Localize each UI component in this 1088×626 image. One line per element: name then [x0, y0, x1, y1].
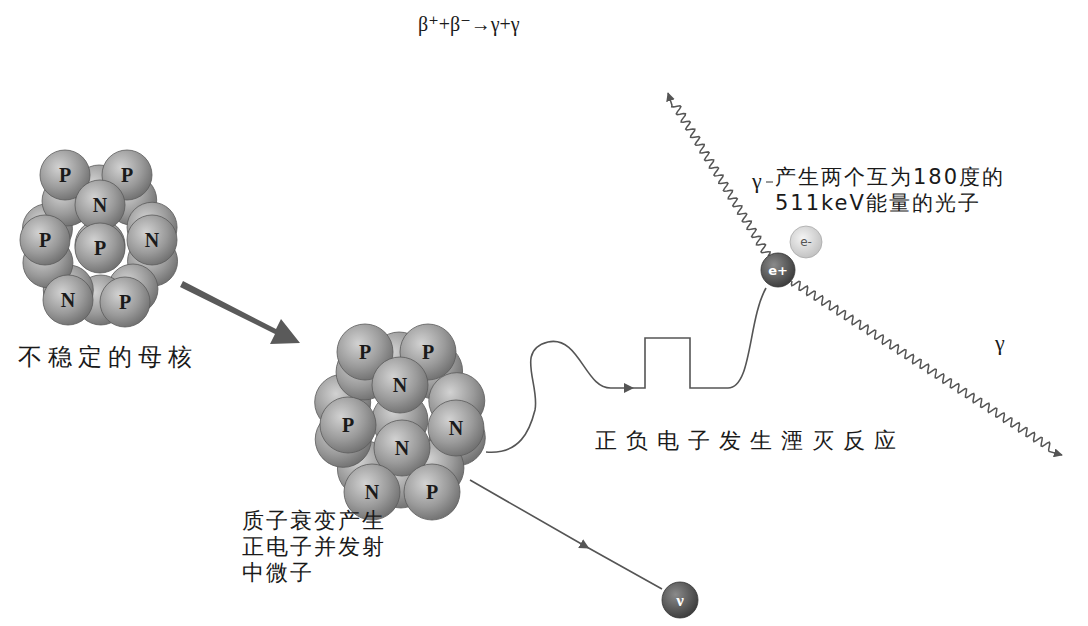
electron-letter: e-: [800, 236, 812, 248]
nucleon-letter: N: [365, 482, 379, 502]
nucleon-letter: P: [342, 415, 354, 435]
gamma-label: γ: [995, 330, 1005, 356]
photon-note: 产生两个互为180度的 511keV能量的光子: [775, 164, 1037, 216]
nucleon-letter: N: [393, 375, 407, 395]
nucleon-ball: [20, 215, 70, 265]
nucleon-letter: P: [94, 238, 106, 258]
nucleon-letter: P: [359, 342, 371, 362]
gamma-label: γ: [752, 168, 762, 194]
neutrino-ball: [662, 582, 698, 618]
nucleus-balls: [20, 150, 485, 520]
nucleon-ball: [43, 275, 93, 325]
nucleon-ball: [428, 400, 484, 456]
positron-track: [486, 288, 766, 452]
nucleon-letter: P: [39, 230, 51, 250]
nucleon-letter: N: [93, 195, 107, 215]
nucleon-letter: P: [422, 342, 434, 362]
leader-line: [766, 181, 773, 182]
nucleon-ball: [404, 464, 460, 520]
nucleon-ball: [75, 180, 125, 230]
positron-ball: [761, 253, 795, 287]
nucleon-letter: P: [59, 165, 71, 185]
nucleon-ball: [372, 357, 428, 413]
positron-letter: e+: [768, 264, 788, 277]
nucleon-letter: P: [426, 482, 438, 502]
nucleon-letter: P: [121, 165, 133, 185]
nucleon-ball: [127, 215, 177, 265]
annihilation-label: 正负电子发生湮灭反应: [595, 428, 905, 454]
nucleon-letter: N: [61, 290, 75, 310]
electron-ball: [790, 226, 822, 258]
gamma-wave: [668, 93, 770, 256]
nucleon-ball: [75, 223, 125, 273]
nucleon-ball: [320, 397, 376, 453]
nucleus-label: 不稳定的母核: [18, 343, 198, 372]
neutrino-letter: ν: [676, 592, 684, 609]
decay-note: 质子衰变产生 正电子并发射 中微子: [242, 508, 402, 586]
nucleon-letter: N: [395, 438, 409, 458]
nucleon-letter: N: [145, 230, 159, 250]
nucleon-letter: P: [119, 292, 131, 312]
neutrino-track: [470, 480, 662, 589]
positron-arrowhead: [624, 383, 634, 393]
decay-arrow: [180, 281, 300, 344]
nucleon-ball: [100, 277, 150, 327]
nucleon-letter: N: [449, 418, 463, 438]
decay-equation: β⁺+β⁻→γ+γ: [418, 12, 520, 36]
